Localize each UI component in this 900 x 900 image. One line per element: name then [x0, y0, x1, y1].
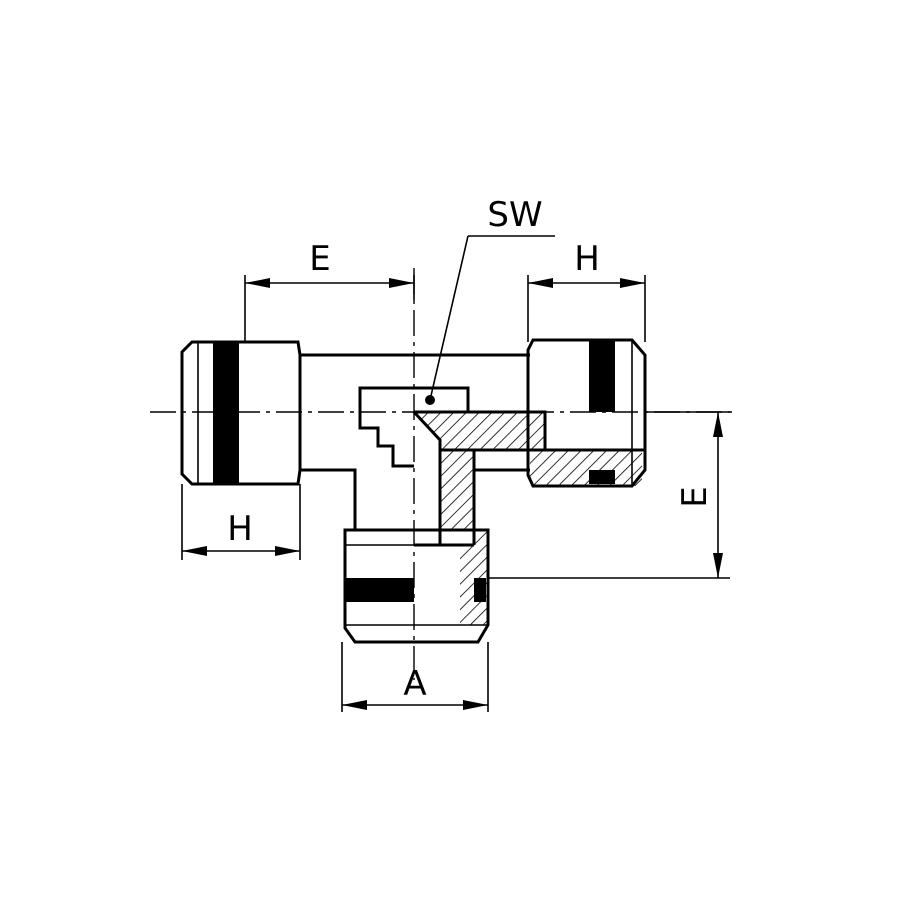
section-hatch-body [414, 412, 545, 625]
label-e-top: E [309, 239, 330, 279]
dimension-e-right: E [488, 411, 730, 579]
bottom-thread-stud [343, 528, 490, 644]
right-thread-stud [526, 338, 647, 488]
left-seal-ring [213, 342, 239, 484]
dimension-h-top: H [527, 239, 646, 342]
label-sw: SW [487, 195, 542, 235]
right-seal-ring [589, 340, 615, 412]
label-a: A [403, 664, 426, 704]
label-e-right: E [675, 486, 715, 507]
dimension-a: A [341, 642, 489, 712]
dimension-sw: SW [425, 195, 555, 405]
left-thread-stud [180, 340, 302, 486]
sw-wrench-flat [358, 386, 414, 468]
bottom-seal-ring [345, 578, 414, 602]
label-h-top: H [574, 239, 600, 279]
dimension-e-top: E [244, 239, 415, 342]
label-h-left: H [227, 509, 253, 549]
section-hatch-right [530, 450, 642, 486]
dimension-h-left: H [181, 484, 301, 560]
tee-body [300, 353, 547, 625]
